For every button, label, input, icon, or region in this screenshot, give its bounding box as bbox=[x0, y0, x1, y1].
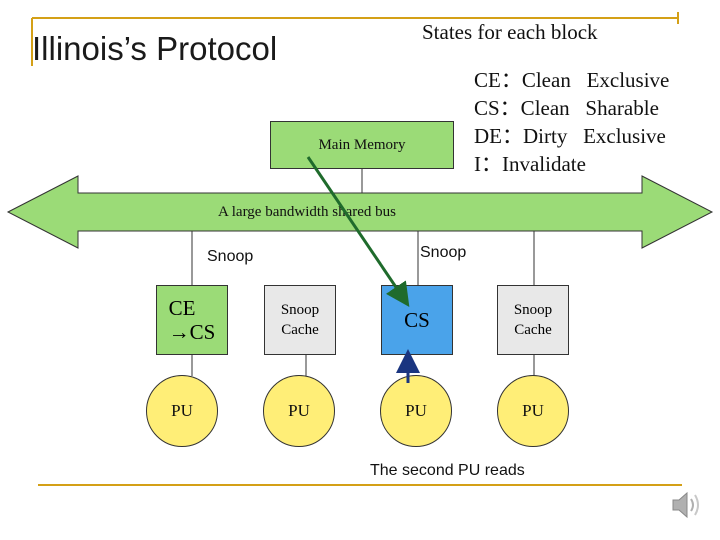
cache-2-line1: Snoop bbox=[280, 302, 320, 318]
pu-3: PU bbox=[380, 375, 452, 447]
page-title: Illinois’s Protocol bbox=[32, 30, 278, 67]
state-ce: CE：Clean Exclusive bbox=[474, 68, 670, 92]
snoop-label-left: Snoop bbox=[207, 248, 254, 265]
bus-label: A large bandwidth shared bus bbox=[218, 204, 397, 220]
states-legend: CE：Clean Exclusive CS：Clean Sharable DE：… bbox=[474, 66, 669, 178]
states-subtitle: States for each block bbox=[422, 20, 598, 44]
shared-bus-arrow bbox=[6, 175, 714, 249]
state-de: DE：Dirty Exclusive bbox=[474, 124, 666, 148]
caption: The second PU reads bbox=[370, 462, 525, 479]
speaker-icon[interactable] bbox=[670, 490, 706, 520]
state-cs: CS：Clean Sharable bbox=[474, 96, 659, 120]
pu-2: PU bbox=[263, 375, 335, 447]
cache-1-line1: CE bbox=[168, 296, 196, 320]
state-i: I：Invalidate bbox=[474, 152, 586, 176]
cache-1-line2: →CS bbox=[168, 320, 216, 344]
cache-4-line2: Cache bbox=[514, 322, 552, 338]
cache-3-line1: CS bbox=[404, 308, 430, 332]
snoop-label-right: Snoop bbox=[420, 244, 467, 261]
cache-2: Snoop Cache bbox=[264, 285, 336, 355]
memory-to-cs-arrow bbox=[306, 156, 410, 307]
cache-2-line2: Cache bbox=[281, 322, 319, 338]
main-memory-box: Main Memory bbox=[270, 121, 454, 169]
pu-4: PU bbox=[497, 375, 569, 447]
cache-4-line1: Snoop bbox=[513, 302, 553, 318]
cache-1: CE →CS bbox=[156, 285, 228, 355]
cache-4: Snoop Cache bbox=[497, 285, 569, 355]
pu-1: PU bbox=[146, 375, 218, 447]
